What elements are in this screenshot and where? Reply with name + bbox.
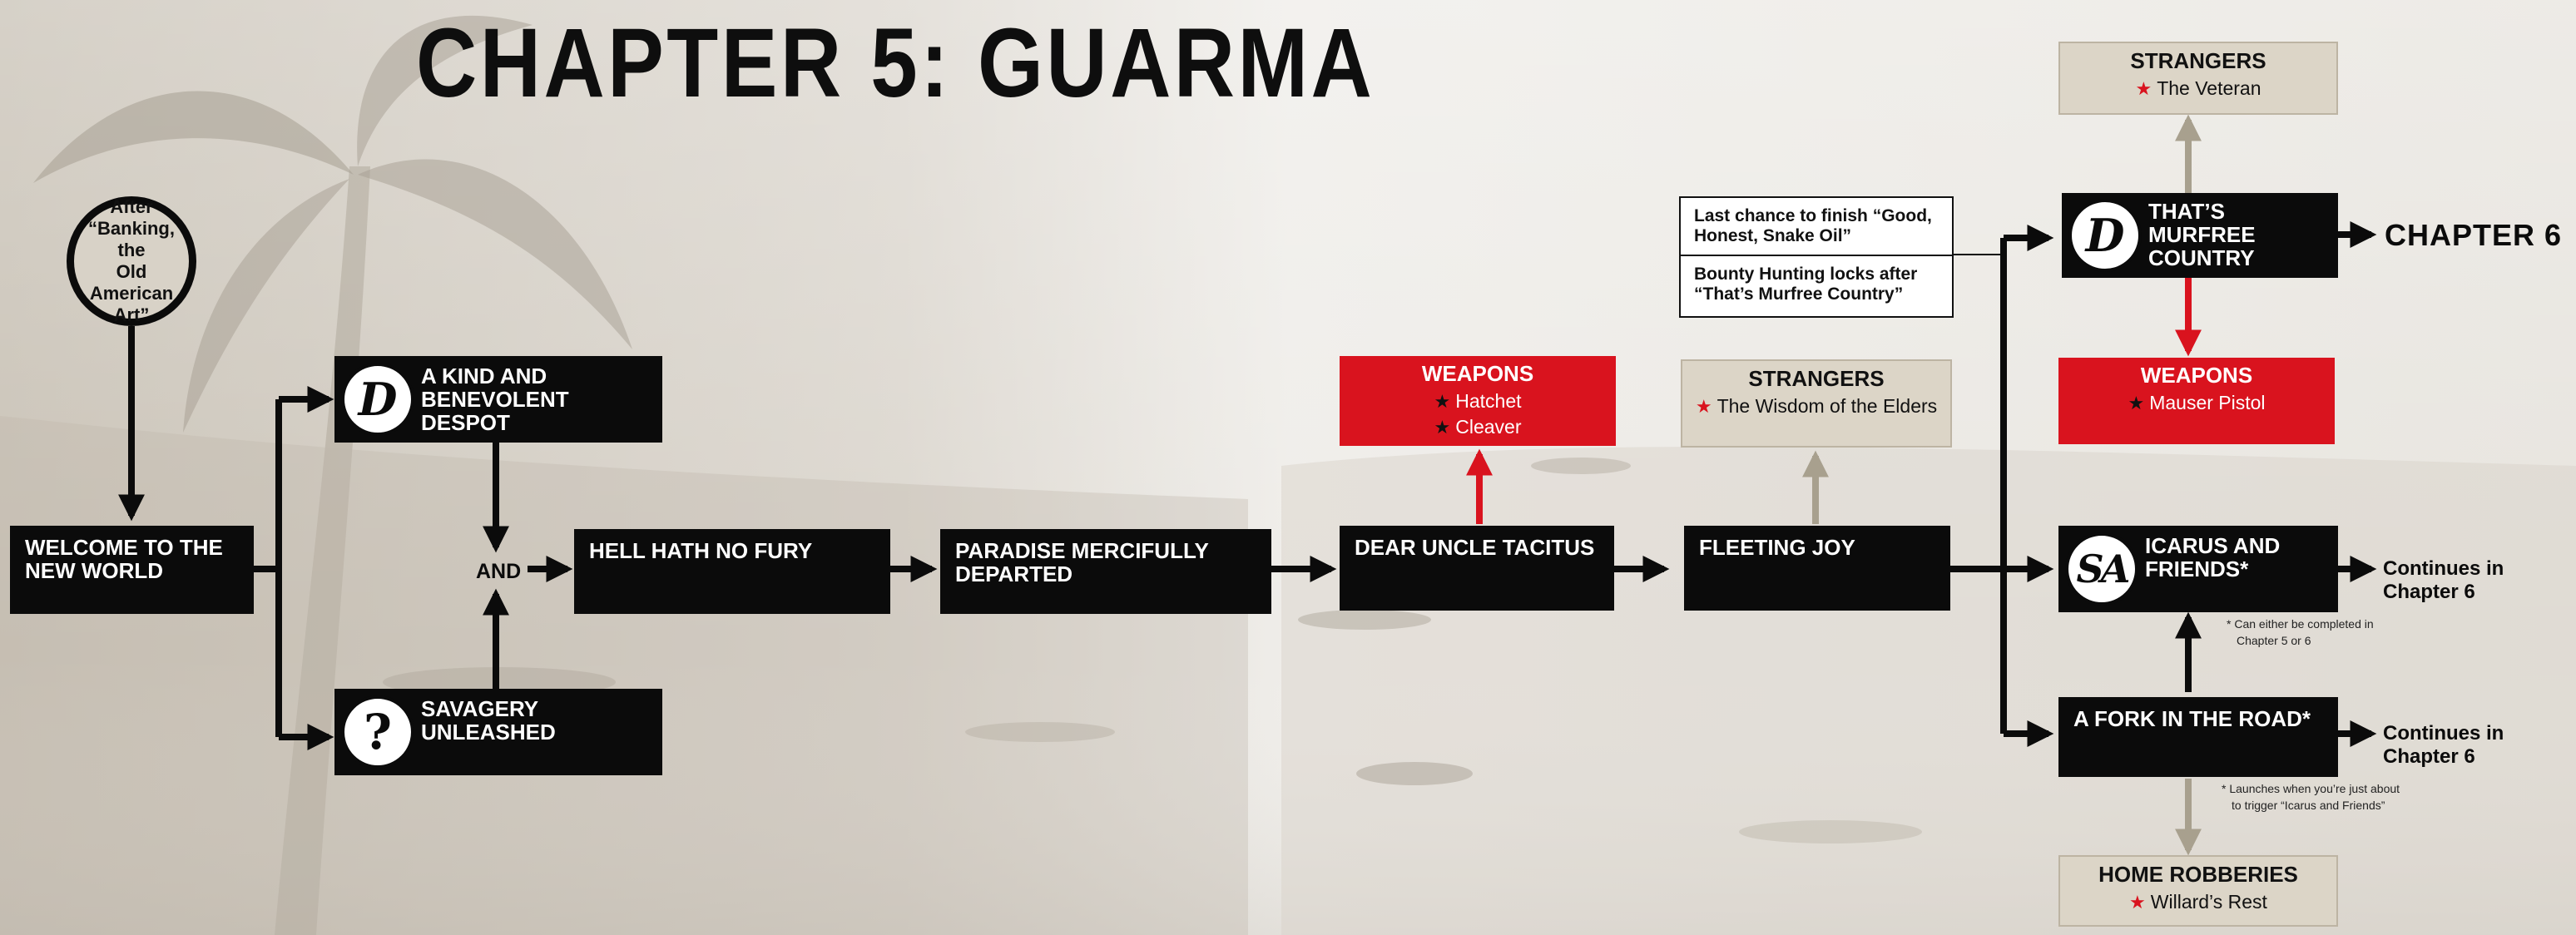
mission-paradise-label: PARADISE MERCIFULLY DEPARTED — [955, 538, 1209, 586]
start-line-3: Old American — [89, 261, 174, 304]
footnote-icarus-line-2: Chapter 5 or 6 — [2237, 634, 2311, 647]
strangers-heading: STRANGERS — [2130, 48, 2266, 73]
star-icon: ★ — [2129, 892, 2146, 913]
footnote-icarus-line-1: * Can either be completed in — [2227, 617, 2374, 631]
mission-savagery: ? SAVAGERY UNLEASHED — [334, 689, 662, 775]
stranger-item: The Veteran — [2157, 77, 2261, 99]
star-icon: ★ — [1434, 417, 1451, 438]
continues-icarus: Continues in Chapter 6 — [2383, 557, 2504, 603]
start-line-1: After — [110, 196, 153, 217]
weapon-item: Hatchet — [1455, 390, 1522, 412]
strangers-box-fleeting: STRANGERS ★The Wisdom of the Elders — [1681, 359, 1952, 448]
dutch-icon: D — [341, 363, 414, 436]
branch-welcome — [254, 399, 282, 737]
mission-tacitus: DEAR UNCLE TACITUS — [1340, 526, 1614, 611]
star-icon: ★ — [1695, 396, 1712, 417]
note-bounty-line-1: Bounty Hunting locks after — [1694, 265, 1918, 284]
strangers-heading: STRANGERS — [1748, 366, 1885, 391]
mission-welcome: WELCOME TO THE NEW WORLD — [10, 526, 254, 614]
chapter-6-label: CHAPTER 6 — [2385, 218, 2563, 252]
mission-fork: A FORK IN THE ROAD* — [2058, 697, 2338, 777]
star-icon: ★ — [1434, 391, 1451, 412]
notes-box: Last chance to finish “Good, Honest, Sna… — [1679, 196, 1954, 318]
mission-hell-label: HELL HATH NO FURY — [589, 538, 813, 563]
weapons-heading: WEAPONS — [2140, 363, 2253, 388]
mission-paradise: PARADISE MERCIFULLY DEPARTED — [940, 529, 1271, 614]
mission-murfree-label: THAT’S MURFREE COUNTRY — [2148, 199, 2256, 270]
mission-murfree: D THAT’S MURFREE COUNTRY — [2062, 193, 2338, 278]
mission-despot: D A KIND AND BENEVOLENT DESPOT — [334, 356, 662, 443]
note-last-chance: Last chance to finish “Good, Honest, Sna… — [1681, 198, 1952, 255]
mission-welcome-label: WELCOME TO THE NEW WORLD — [25, 535, 223, 583]
note-last-chance-line-2: Honest, Snake Oil” — [1694, 226, 1852, 245]
mission-fork-label: A FORK IN THE ROAD* — [2073, 706, 2311, 731]
home-robberies-heading: HOME ROBBERIES — [2098, 862, 2298, 887]
stranger-item: The Wisdom of the Elders — [1717, 395, 1938, 417]
weapons-heading: WEAPONS — [1421, 361, 1534, 386]
weapons-box-tacitus: WEAPONS ★Hatchet ★Cleaver — [1340, 356, 1616, 446]
mission-fleeting-joy: FLEETING JOY — [1684, 526, 1950, 611]
mission-savagery-label: SAVAGERY UNLEASHED — [421, 696, 556, 745]
mission-icarus-label: ICARUS AND FRIENDS* — [2145, 533, 2281, 581]
sadie-adler-icon: SA — [2065, 532, 2138, 606]
mission-icarus: SA ICARUS AND FRIENDS* — [2058, 526, 2338, 612]
weapon-item: Mauser Pistol — [2149, 392, 2266, 413]
continues-fork: Continues in Chapter 6 — [2383, 722, 2504, 768]
strangers-box-murfree: STRANGERS ★The Veteran — [2058, 42, 2338, 115]
footnote-fork-line-2: to trigger “Icarus and Friends” — [2232, 799, 2385, 812]
home-robbery-item: Willard’s Rest — [2150, 891, 2267, 913]
note-bounty-hunting: Bounty Hunting locks after “That’s Murfr… — [1681, 255, 1952, 313]
note-last-chance-line-1: Last chance to finish “Good, — [1694, 206, 1932, 225]
dutch-icon: D — [2068, 199, 2142, 272]
footnote-fork-line-1: * Launches when you’re just about — [2222, 782, 2400, 795]
star-icon: ★ — [2135, 78, 2152, 99]
start-node: After “Banking, the Old American Art” — [67, 196, 196, 326]
mission-hell-hath-no-fury: HELL HATH NO FURY — [574, 529, 890, 614]
mission-fleeting-label: FLEETING JOY — [1699, 535, 1855, 560]
star-icon: ★ — [2128, 393, 2145, 413]
start-line-2: “Banking, the — [88, 218, 175, 260]
mission-tacitus-label: DEAR UNCLE TACITUS — [1355, 535, 1595, 560]
chapter-title: CHAPTER 5: GUARMA — [416, 8, 1375, 118]
mission-despot-label: A KIND AND BENEVOLENT DESPOT — [421, 364, 569, 435]
start-line-4: Art” — [113, 304, 150, 325]
branch-fleeting — [1950, 238, 2007, 734]
home-robberies-box: HOME ROBBERIES ★Willard’s Rest — [2058, 855, 2338, 927]
footnote-fork: * Launches when you’re just about to tri… — [2222, 780, 2400, 814]
footnote-icarus: * Can either be completed in Chapter 5 o… — [2227, 616, 2374, 649]
weapon-item: Cleaver — [1455, 416, 1522, 438]
weapons-box-murfree: WEAPONS ★Mauser Pistol — [2058, 358, 2335, 444]
and-connector-label: AND — [476, 560, 522, 583]
note-bounty-line-2: “That’s Murfree Country” — [1694, 284, 1904, 304]
unknown-character-icon: ? — [341, 695, 414, 769]
